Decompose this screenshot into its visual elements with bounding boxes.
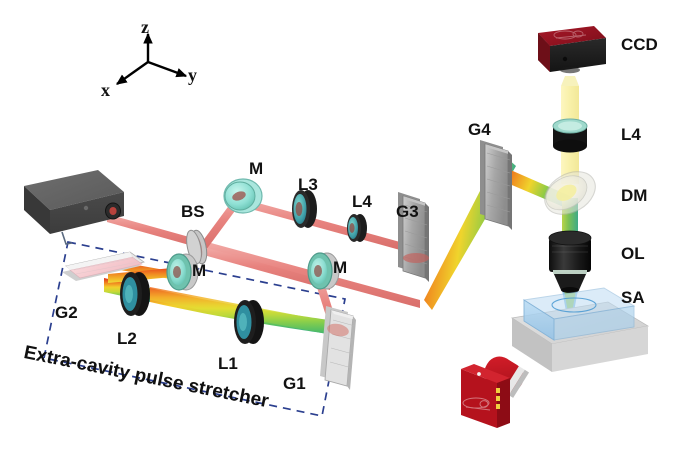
label-l1: L1 [218, 354, 238, 373]
mirror-left [166, 253, 199, 291]
label-m-left: M [192, 261, 207, 280]
lens-l2 [120, 272, 150, 316]
mirror-right [307, 252, 340, 290]
label-g1: G1 [283, 374, 306, 393]
side-camera [461, 356, 530, 428]
label-l3: L3 [298, 175, 318, 194]
grating-g2 [62, 251, 145, 281]
stretcher-boundary-box [42, 240, 346, 418]
label-l4-detect: L4 [621, 125, 641, 144]
dichroic-mirror [544, 171, 596, 215]
lens-l3 [292, 190, 317, 228]
label-g2: G2 [55, 303, 78, 322]
grating-g4 [480, 140, 512, 230]
coordinate-axes [116, 32, 188, 85]
label-ccd: CCD [621, 35, 658, 54]
objective-lens [548, 230, 592, 293]
label-m-upper: M [249, 159, 264, 178]
lens-l4-relay [347, 214, 367, 242]
laser-source [24, 170, 124, 245]
label-l4-relay: L4 [352, 192, 372, 211]
axis-label-x: x [101, 80, 110, 100]
label-g3: G3 [396, 202, 419, 221]
mirror-upper [223, 178, 263, 214]
label-bs: BS [181, 202, 205, 221]
sample [522, 287, 636, 341]
label-m-right: M [333, 258, 348, 277]
label-ol: OL [621, 244, 645, 263]
label-l2: L2 [117, 329, 137, 348]
lens-l1 [234, 300, 264, 344]
axis-label-y: y [188, 65, 197, 85]
grating-g1 [320, 306, 356, 390]
grating-g3 [398, 192, 429, 282]
ccd-camera [538, 26, 606, 74]
axis-label-z: z [141, 17, 149, 37]
label-sa: SA [621, 288, 645, 307]
label-g4: G4 [468, 120, 491, 139]
lens-l4-detect [552, 118, 588, 153]
label-dm: DM [621, 186, 648, 205]
